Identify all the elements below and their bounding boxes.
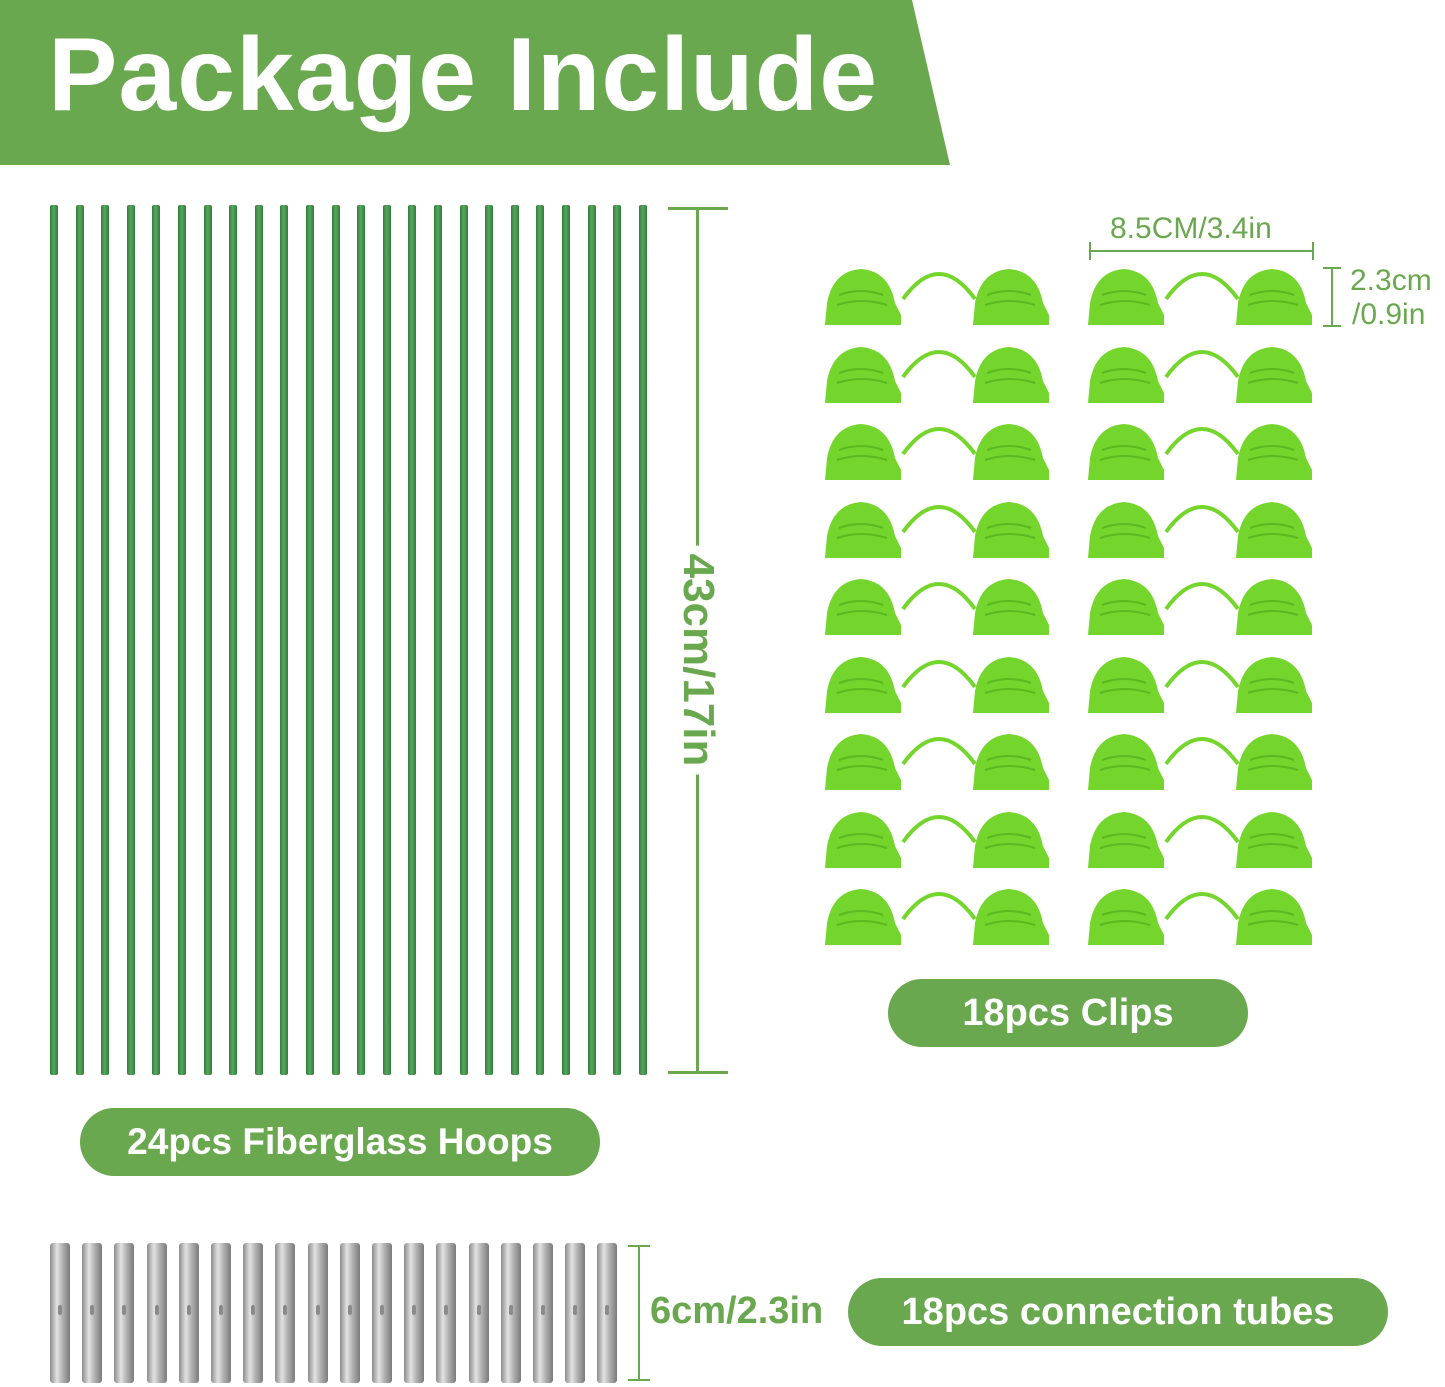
fiberglass-hoop (562, 205, 570, 1075)
fiberglass-hoop (510, 205, 519, 1075)
connection-tube (339, 1243, 360, 1383)
hoop-dimension-label: 43cm/17in (673, 545, 723, 775)
clip (1088, 730, 1316, 792)
fiberglass-hoop (254, 205, 263, 1075)
clip (1088, 808, 1316, 870)
clip (825, 498, 1053, 560)
clip (825, 343, 1053, 405)
connection-tube (436, 1243, 457, 1383)
hoop-dimension-cap-top (668, 207, 728, 210)
clip-width-label: 8.5CM/3.4in (1110, 212, 1272, 245)
fiberglass-hoop (536, 205, 545, 1075)
fiberglass-hoop (434, 205, 442, 1075)
tubes-label: 18pcs connection tubes (901, 1290, 1335, 1333)
tube-dimension-cap-bottom (628, 1379, 650, 1381)
fiberglass-hoop (306, 205, 314, 1075)
clip (1088, 885, 1316, 947)
clip (1088, 265, 1316, 327)
hoop-dimension-cap-bottom (668, 1071, 728, 1074)
fiberglass-hoop (203, 205, 212, 1075)
fiberglass-hoop (382, 205, 391, 1075)
clip-height-label-line1: 2.3cm (1350, 264, 1432, 297)
tube-dimension-label: 6cm/2.3in (650, 1290, 824, 1332)
connection-tube (372, 1243, 392, 1383)
connection-tube (404, 1243, 425, 1383)
fiberglass-hoop (485, 205, 494, 1075)
clip (1088, 343, 1316, 405)
clip (1088, 575, 1316, 637)
connection-tube (146, 1243, 167, 1383)
clip (825, 265, 1053, 327)
connection-tube (178, 1243, 199, 1383)
connection-tube (500, 1243, 521, 1383)
fiberglass-hoop (613, 205, 622, 1075)
fiberglass-hoops-group (50, 205, 660, 1075)
fiberglass-hoop (101, 205, 110, 1075)
clip (825, 653, 1053, 715)
fiberglass-hoop (357, 205, 366, 1075)
connection-tube (533, 1243, 553, 1383)
header-banner (0, 0, 950, 165)
tube-dimension-cap-top (628, 1245, 650, 1247)
connection-tube (597, 1243, 618, 1383)
connection-tube (275, 1243, 296, 1383)
clip-height-cap-bottom (1323, 325, 1341, 327)
clip (1088, 498, 1316, 560)
connection-tube (82, 1243, 103, 1383)
clip-height-label-line2: /0.9in (1352, 298, 1426, 331)
fiberglass-hoop (638, 205, 647, 1075)
clip-height-cap-top (1323, 267, 1341, 269)
connection-tube (114, 1243, 135, 1383)
fiberglass-hoop (229, 205, 238, 1075)
clip (825, 730, 1053, 792)
connection-tube (243, 1243, 264, 1383)
connection-tube (50, 1243, 70, 1383)
clip (1088, 653, 1316, 715)
clip (825, 420, 1053, 482)
clip-width-line (1090, 250, 1314, 252)
fiberglass-hoop (280, 205, 289, 1075)
fiberglass-hoop (152, 205, 161, 1075)
fiberglass-hoop (331, 205, 340, 1075)
clip (1088, 420, 1316, 482)
connection-tube (307, 1243, 328, 1383)
tubes-label-pill: 18pcs connection tubes (848, 1278, 1388, 1346)
clip (825, 885, 1053, 947)
fiberglass-hoop (408, 205, 417, 1075)
connection-tube (565, 1243, 586, 1383)
hoops-label: 24pcs Fiberglass Hoops (127, 1121, 553, 1162)
clip-width-cap-right (1312, 242, 1314, 260)
connection-tubes-group (50, 1243, 625, 1383)
tube-dimension-line (638, 1245, 640, 1381)
fiberglass-hoop (587, 205, 596, 1075)
clips-label-pill: 18pcs Clips (888, 979, 1248, 1047)
page-title: Package Include (48, 17, 879, 133)
clip-height-line (1331, 268, 1333, 326)
clip (825, 575, 1053, 637)
fiberglass-hoop (178, 205, 186, 1075)
hoops-label-pill: 24pcs Fiberglass Hoops (80, 1108, 600, 1176)
clip (825, 808, 1053, 870)
fiberglass-hoop (126, 205, 135, 1075)
fiberglass-hoop (50, 205, 58, 1075)
clips-label: 18pcs Clips (962, 991, 1174, 1034)
connection-tube (211, 1243, 231, 1383)
fiberglass-hoop (459, 205, 468, 1075)
connection-tube (468, 1243, 489, 1383)
clip-width-cap-left (1089, 242, 1091, 260)
fiberglass-hoop (75, 205, 84, 1075)
